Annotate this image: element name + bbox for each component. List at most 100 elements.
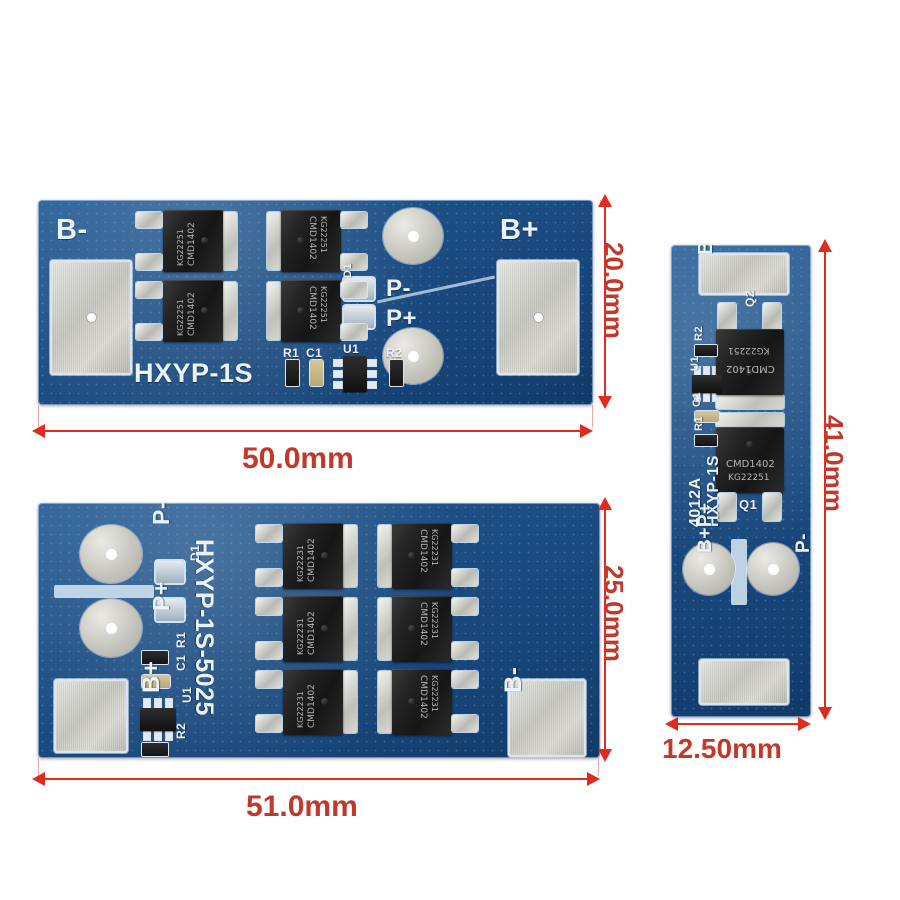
mosfet-marking-line1: CMD1402 bbox=[418, 602, 428, 646]
component-d1-pad-bottom bbox=[156, 599, 184, 621]
mosfet-marking-line2: KG22231 bbox=[430, 602, 439, 639]
ic-pin bbox=[713, 393, 718, 401]
component-d1-pad-top bbox=[156, 561, 184, 583]
mosfet-marking-line1: CMD1402 bbox=[307, 216, 317, 260]
dimension-board1-width: 50.0mm bbox=[32, 424, 593, 475]
fet-drain-pad bbox=[343, 598, 357, 660]
ic-pin bbox=[144, 731, 150, 740]
ic-pin bbox=[334, 382, 343, 388]
pad-b-minus bbox=[50, 260, 132, 375]
board-right: B- CMD1402 KG22251 Q2 CMD1402 KG22251 Q1… bbox=[671, 245, 811, 717]
fet-lead bbox=[136, 212, 162, 228]
label-b-minus: B- bbox=[695, 245, 718, 255]
ic-pin bbox=[166, 731, 172, 740]
fet-lead bbox=[136, 282, 162, 298]
board-top-left: B- B+ D1 P- P+ CMD1402 KG22251 CMD1402 K… bbox=[38, 200, 593, 405]
component-label-r2: R2 bbox=[386, 346, 403, 360]
mosfet-marking-line2: KG22231 bbox=[296, 618, 305, 655]
mosfet-marking-line1: CMD1402 bbox=[307, 538, 317, 582]
mosfet-3: CMD1402 KG22231 bbox=[283, 596, 343, 662]
mosfet-q1: CMD1402 KG22251 bbox=[716, 427, 784, 493]
pad-b-plus bbox=[54, 679, 128, 753]
mosfet-marking-line2: KG22251 bbox=[176, 229, 185, 266]
fet-lead bbox=[452, 671, 478, 688]
round-pad-p-minus bbox=[747, 543, 799, 595]
mosfet-marking-line2: KG22231 bbox=[430, 675, 439, 712]
dimension-label-50mm: 50.0mm bbox=[242, 442, 354, 475]
label-p-minus: P- bbox=[386, 275, 411, 302]
fet-lead bbox=[452, 715, 478, 732]
pad-b-minus bbox=[699, 253, 789, 295]
component-label-r1: R1 bbox=[283, 346, 300, 360]
ic-pin bbox=[713, 367, 718, 375]
round-pad-p-plus bbox=[80, 599, 142, 657]
mosfet-marking-line2: KG22251 bbox=[728, 345, 770, 355]
label-b-plus: B+ bbox=[500, 214, 539, 246]
component-r1 bbox=[695, 435, 717, 446]
ic-pin bbox=[704, 367, 709, 375]
dimension-board2-width: 51.0mm bbox=[32, 772, 600, 823]
component-c1 bbox=[695, 411, 719, 422]
dimension-board2-height: 25.0mm bbox=[598, 497, 629, 762]
mosfet-marking-line2: KG22251 bbox=[176, 299, 185, 336]
label-p-plus: P+ bbox=[386, 305, 418, 332]
fet-lead bbox=[256, 569, 282, 586]
ic-pin bbox=[695, 367, 700, 375]
extension-line bbox=[592, 405, 593, 427]
dimension-label-41mm: 41.0mm bbox=[819, 415, 849, 512]
component-r2 bbox=[142, 743, 168, 756]
mosfet-marking-line1: CMD1402 bbox=[187, 222, 197, 266]
round-pad-b-plus-p-plus bbox=[683, 543, 735, 595]
mosfet-marking-line1: CMD1402 bbox=[418, 675, 428, 719]
ic-pin bbox=[695, 393, 700, 401]
board-silk-title: HXYP-1S bbox=[134, 358, 254, 388]
round-pad-top bbox=[383, 208, 443, 264]
component-c1 bbox=[310, 360, 323, 386]
mosfet-marking-line2: KG22231 bbox=[296, 691, 305, 728]
ic-pin bbox=[367, 360, 376, 366]
component-label-r2: R2 bbox=[693, 325, 705, 341]
component-label-q1: Q1 bbox=[739, 497, 758, 512]
fet-drain-pad bbox=[378, 671, 392, 733]
extension-line bbox=[38, 405, 39, 427]
copper-trace bbox=[54, 585, 154, 598]
mosfet-q4: CMD1402 KG22251 bbox=[281, 280, 341, 342]
component-r2 bbox=[390, 360, 403, 386]
mosfet-marking-line2: KG22251 bbox=[728, 473, 770, 483]
fet-lead bbox=[136, 324, 162, 340]
mosfet-marking-line1: CMD1402 bbox=[418, 529, 428, 573]
fet-drain-pad bbox=[343, 671, 357, 733]
fet-drain-pad bbox=[378, 525, 392, 587]
fet-lead bbox=[341, 254, 367, 270]
component-u1 bbox=[692, 375, 722, 393]
ic-pin bbox=[334, 371, 343, 377]
fet-lead bbox=[341, 324, 367, 340]
fet-drain-pad-2 bbox=[267, 212, 281, 270]
fet-lead bbox=[256, 671, 282, 688]
fet-lead bbox=[136, 254, 162, 270]
fet-drain-pad-1 bbox=[223, 212, 237, 270]
dimension-label-51mm: 51.0mm bbox=[246, 790, 358, 823]
mosfet-q1: CMD1402 KG22251 bbox=[163, 210, 223, 272]
fet-lead bbox=[763, 493, 781, 521]
component-label-r1: R1 bbox=[693, 415, 705, 431]
mosfet-marking-line1: CMD1402 bbox=[307, 286, 317, 330]
mosfet-1: CMD1402 KG22231 bbox=[283, 523, 343, 589]
fet-drain-pad-3 bbox=[223, 282, 237, 340]
mosfet-2: CMD1402 KG22231 bbox=[392, 523, 452, 589]
label-b-plus-p-plus: B+P+ bbox=[695, 502, 716, 553]
fet-lead bbox=[256, 642, 282, 659]
component-r2 bbox=[695, 345, 717, 356]
dimension-board3-width: 12.50mm bbox=[662, 717, 811, 764]
fet-lead bbox=[763, 303, 781, 331]
label-p-minus: P- bbox=[148, 503, 174, 525]
mosfet-q2: CMD1402 KG22251 bbox=[281, 210, 341, 272]
component-c1 bbox=[142, 675, 170, 688]
fet-lead bbox=[452, 569, 478, 586]
mosfet-4: CMD1402 KG22231 bbox=[392, 596, 452, 662]
copper-trace bbox=[731, 539, 747, 605]
mosfet-marking-line1: CMD1402 bbox=[187, 292, 197, 336]
component-label-u1: U1 bbox=[180, 686, 194, 703]
fet-lead bbox=[256, 525, 282, 542]
mosfet-6: CMD1402 KG22231 bbox=[392, 669, 452, 735]
